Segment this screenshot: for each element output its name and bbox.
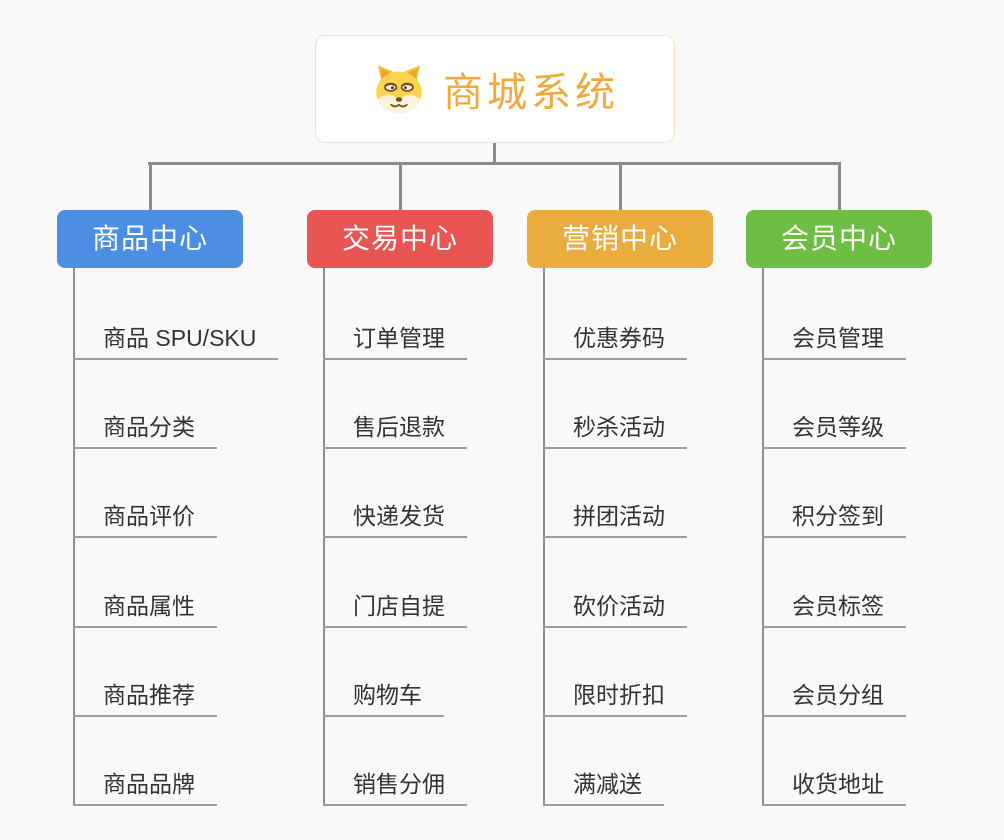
branch-items: 会员管理会员等级积分签到会员标签会员分组收货地址 bbox=[762, 210, 1004, 810]
branch-trunk-line bbox=[73, 268, 75, 804]
mindmap-node-item[interactable]: 收货地址 bbox=[762, 759, 906, 806]
mindmap-node-item[interactable]: 会员等级 bbox=[762, 402, 906, 450]
connector-vertical-drop bbox=[399, 162, 402, 210]
mindmap-node-item[interactable]: 商品 SPU/SKU bbox=[73, 313, 279, 360]
mindmap-node-item[interactable]: 积分签到 bbox=[762, 491, 906, 539]
mindmap-node-item[interactable]: 销售分佣 bbox=[323, 759, 467, 806]
mindmap-node-item[interactable]: 砍价活动 bbox=[543, 581, 687, 628]
branch-trunk-line bbox=[323, 268, 325, 804]
branch-items: 优惠券码秒杀活动拼团活动砍价活动限时折扣满减送 bbox=[543, 210, 843, 810]
branch: 交易中心 订单管理售后退款快递发货门店自提购物车销售分佣 bbox=[307, 210, 493, 810]
shiba-dog-icon bbox=[371, 61, 427, 117]
mindmap-node-item[interactable]: 售后退款 bbox=[323, 402, 467, 450]
branch: 商品中心 商品 SPU/SKU 商品分类商品评价商品属性商品推荐商品品牌 bbox=[57, 210, 279, 810]
branch-header[interactable]: 会员中心 bbox=[746, 210, 932, 268]
mindmap-node-item[interactable]: 快递发货 bbox=[323, 491, 467, 539]
mindmap-node-item[interactable]: 会员管理 bbox=[762, 313, 906, 360]
branch-header[interactable]: 营销中心 bbox=[527, 210, 713, 268]
connector-vertical-drop bbox=[619, 162, 622, 210]
mindmap-node-item[interactable]: 商品品牌 bbox=[73, 759, 217, 806]
mindmap-node-item[interactable]: 购物车 bbox=[323, 670, 444, 717]
branch-header[interactable]: 交易中心 bbox=[307, 210, 493, 268]
branch-trunk-line bbox=[762, 268, 764, 804]
mindmap-node-item[interactable]: 商品分类 bbox=[73, 402, 217, 450]
connector-vertical-drop bbox=[149, 162, 152, 210]
branch-header[interactable]: 商品中心 bbox=[57, 210, 243, 268]
mindmap-node-item[interactable]: 会员分组 bbox=[762, 670, 906, 717]
mindmap-node-item[interactable]: 订单管理 bbox=[323, 313, 467, 360]
root-title: 商城系统 bbox=[443, 71, 619, 115]
connector-vertical-drop bbox=[838, 162, 841, 210]
branch-items: 订单管理售后退款快递发货门店自提购物车销售分佣 bbox=[323, 210, 623, 810]
mindmap-node-item[interactable]: 优惠券码 bbox=[543, 313, 687, 360]
mindmap-node-item[interactable]: 秒杀活动 bbox=[543, 402, 687, 450]
mindmap-node-item[interactable]: 会员标签 bbox=[762, 581, 906, 628]
root-node[interactable]: 商城系统 bbox=[315, 35, 675, 143]
branch: 营销中心 优惠券码秒杀活动拼团活动砍价活动限时折扣满减送 bbox=[527, 210, 713, 810]
mindmap-node-item[interactable]: 商品推荐 bbox=[73, 670, 217, 717]
branch-items: 商品 SPU/SKU 商品分类商品评价商品属性商品推荐商品品牌 bbox=[73, 210, 373, 810]
mindmap-node-item[interactable]: 商品属性 bbox=[73, 581, 217, 628]
mindmap-node-item[interactable]: 满减送 bbox=[543, 759, 664, 806]
connector-horizontal bbox=[148, 162, 840, 165]
mindmap-node-item[interactable]: 商品评价 bbox=[73, 491, 217, 539]
mindmap-node-item[interactable]: 拼团活动 bbox=[543, 491, 687, 539]
mindmap-node-item[interactable]: 限时折扣 bbox=[543, 670, 687, 717]
branch: 会员中心 会员管理会员等级积分签到会员标签会员分组收货地址 bbox=[746, 210, 932, 810]
branch-trunk-line bbox=[543, 268, 545, 804]
mindmap-node-item[interactable]: 门店自提 bbox=[323, 581, 467, 628]
connector-root-trunk bbox=[493, 143, 496, 164]
